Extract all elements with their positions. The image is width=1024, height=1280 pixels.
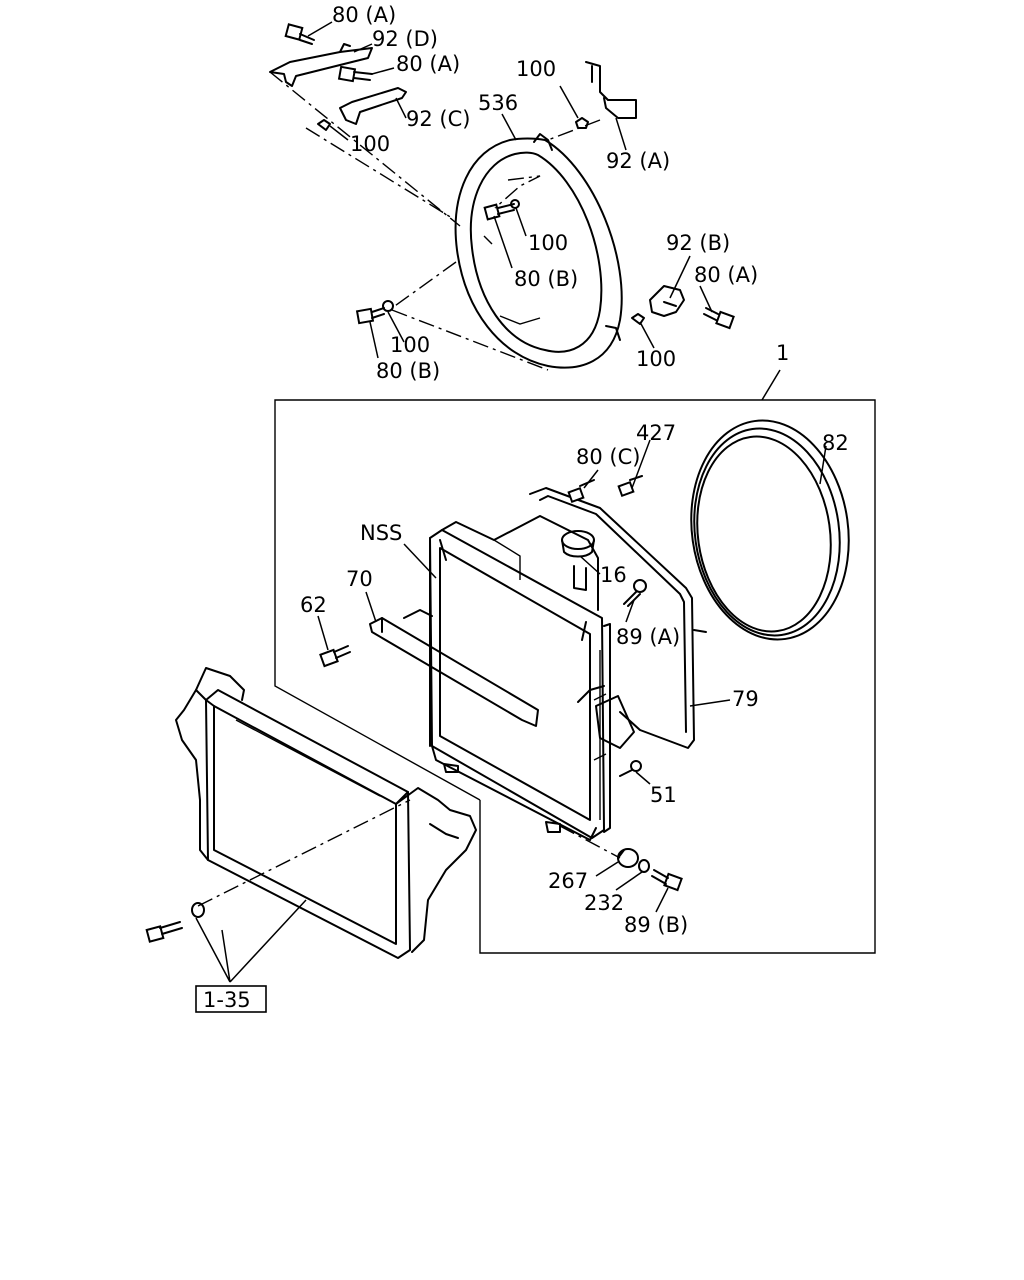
assembly-1-box — [274, 369, 876, 954]
label-79: 79 — [732, 687, 759, 711]
bracket-92c — [339, 87, 407, 125]
callout-labels: 80 (A) 92 (D) 80 (A) 100 536 92 (C) 100 … — [203, 3, 849, 1012]
label-100-lower-left: 100 — [390, 333, 430, 357]
label-89b: 89 (B) — [624, 913, 688, 937]
label-100-top: 100 — [516, 57, 556, 81]
bushing-267 — [617, 848, 639, 868]
washer-232 — [638, 859, 650, 873]
label-100-left: 100 — [350, 132, 390, 156]
ref-leader-lines — [195, 799, 411, 983]
label-80c: 80 (C) — [576, 445, 640, 469]
label-427: 427 — [636, 421, 676, 445]
label-nss: NSS — [360, 521, 402, 545]
radiator-cap-16 — [561, 530, 595, 591]
label-536: 536 — [478, 91, 518, 115]
rail-70 — [369, 609, 539, 727]
lower-pins — [443, 763, 561, 833]
side-bracket — [577, 685, 635, 749]
label-89a: 89 (A) — [616, 625, 680, 649]
bolt-80a-mid — [337, 65, 373, 83]
ref-box-1-35 — [195, 985, 267, 1013]
alignment-line-lower — [559, 825, 621, 859]
bracket-92d — [269, 43, 373, 87]
clip-100-left — [317, 119, 331, 131]
bolt-80a-top — [284, 23, 315, 45]
label-80b-center: 80 (B) — [514, 267, 578, 291]
radiator-core — [429, 515, 611, 841]
label-70: 70 — [346, 567, 373, 591]
bolt-80a-right — [703, 307, 735, 330]
intercooler — [175, 667, 477, 959]
label-100-lower-right: 100 — [636, 347, 676, 371]
label-267: 267 — [548, 869, 588, 893]
label-leaders — [307, 21, 827, 913]
bracket-92a — [585, 61, 637, 119]
bracket-92b — [649, 285, 685, 317]
label-80a-mid: 80 (A) — [396, 52, 460, 76]
alignment-lines-top — [269, 71, 601, 371]
clip-100-lower-right — [631, 313, 645, 325]
label-92b: 92 (B) — [666, 231, 730, 255]
label-16: 16 — [600, 563, 627, 587]
label-100-center: 100 — [528, 231, 568, 255]
seal-ring-82 — [690, 419, 850, 641]
bolt-80c — [567, 479, 595, 504]
label-62: 62 — [300, 593, 327, 617]
intercooler-bolt — [145, 921, 183, 943]
label-1: 1 — [776, 341, 789, 365]
label-80b-lower-left: 80 (B) — [376, 359, 440, 383]
label-232: 232 — [584, 891, 624, 915]
fan-shroud-536 — [454, 133, 623, 369]
frame-79 — [529, 487, 707, 749]
label-51: 51 — [650, 783, 677, 807]
label-ref-1-35: 1-35 — [203, 988, 251, 1012]
label-92a: 92 (A) — [606, 149, 670, 173]
label-82: 82 — [822, 431, 849, 455]
bolt-51 — [619, 760, 642, 777]
intercooler-washer — [191, 902, 205, 918]
clip-100-top — [575, 117, 589, 129]
label-92d: 92 (D) — [372, 27, 438, 51]
label-80a-top: 80 (A) — [332, 3, 396, 27]
label-92c: 92 (C) — [406, 107, 470, 131]
bolt-62 — [319, 645, 351, 668]
bolt-89b — [651, 869, 683, 892]
bolt-80b-lower-left — [355, 300, 394, 325]
label-80a-right: 80 (A) — [694, 263, 758, 287]
bolt-427 — [617, 475, 643, 498]
bolt-89a — [623, 579, 647, 607]
